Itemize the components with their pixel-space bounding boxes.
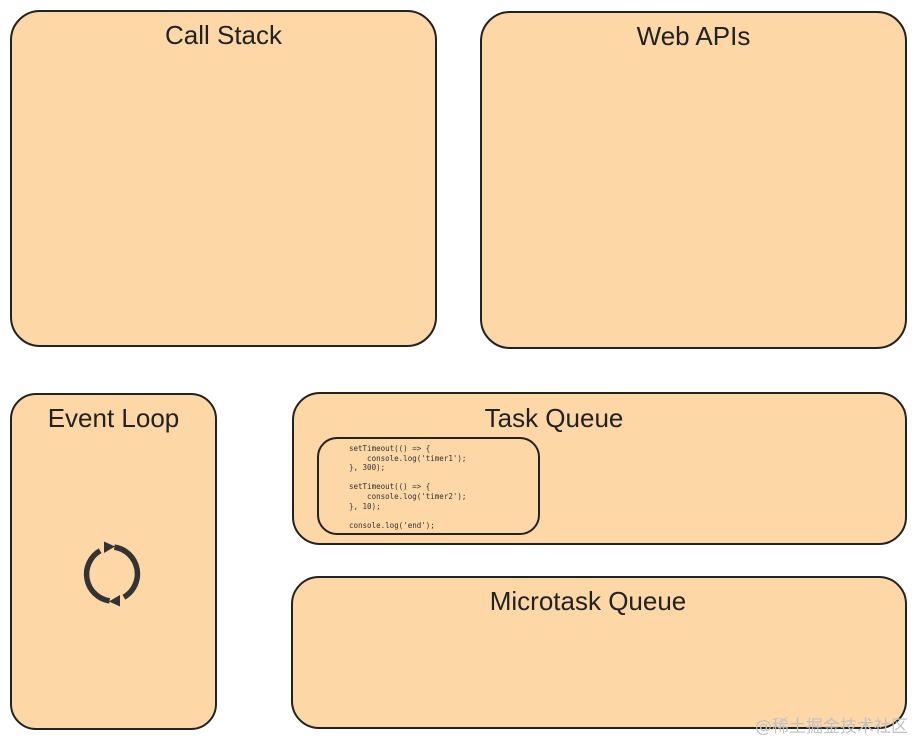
microtask-queue-title: Microtask Queue [489, 586, 687, 616]
event-loop-panel: Event Loop [10, 393, 217, 730]
loop-arrowhead-bottom [109, 595, 120, 607]
call-stack-title: Call Stack [164, 20, 283, 50]
loop-arc-right [113, 544, 141, 600]
loop-arrowhead-top [104, 541, 115, 553]
loop-arc-left [83, 548, 111, 604]
event-loop-title: Event Loop [47, 403, 180, 433]
web-apis-title: Web APIs [636, 21, 751, 51]
refresh-cycle-icon [83, 541, 141, 607]
code-snippet-text: setTimeout(() => { console.log('timer1')… [349, 444, 467, 530]
task-queue-panel: Task Queue [292, 392, 907, 545]
microtask-queue-panel: Microtask Queue [291, 576, 907, 729]
task-queue-title: Task Queue [484, 403, 624, 433]
watermark: @稀土掘金技术社区 [755, 717, 908, 737]
code-snippet-card: setTimeout(() => { console.log('timer1')… [317, 437, 540, 535]
call-stack-panel: Call Stack [10, 10, 437, 347]
web-apis-panel: Web APIs [480, 11, 907, 349]
